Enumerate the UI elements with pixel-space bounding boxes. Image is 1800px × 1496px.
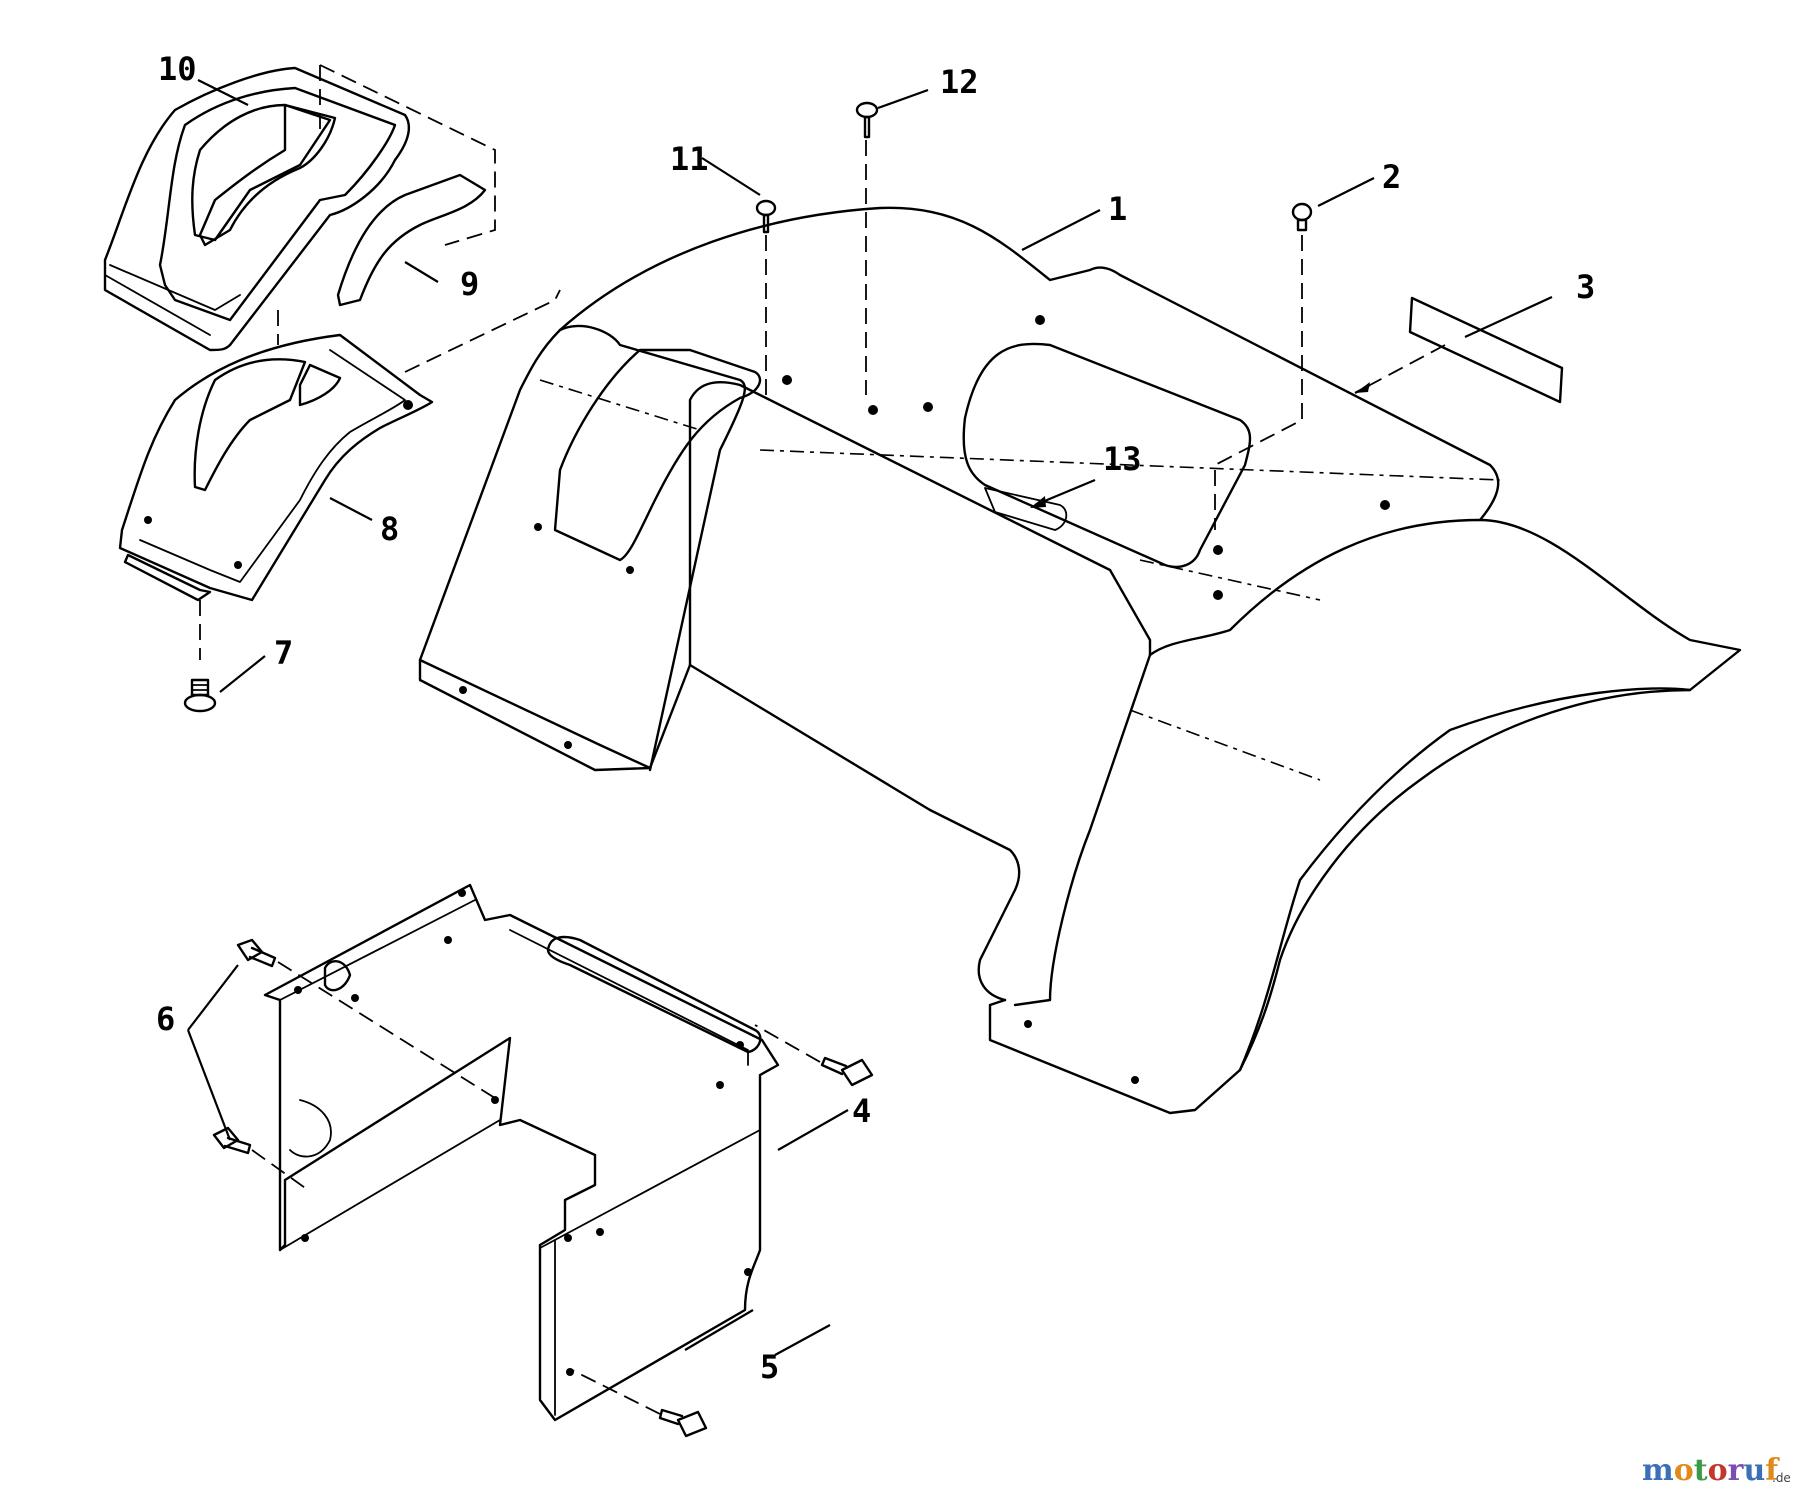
callout-13: 13 — [1103, 440, 1142, 478]
callout-4: 4 — [852, 1092, 871, 1130]
decal-13-pointer — [1030, 478, 1096, 508]
fender-body — [418, 206, 1742, 1115]
callout-5: 5 — [760, 1348, 779, 1386]
bolts-5 — [571, 1024, 874, 1438]
fastener-2 — [1214, 202, 1313, 530]
fastener-12 — [855, 101, 879, 395]
callout-6: 6 — [156, 1000, 175, 1038]
callout-3: 3 — [1576, 268, 1595, 306]
callout-labels: 1 2 3 4 5 6 7 8 9 10 11 12 13 — [156, 50, 1595, 1386]
shift-plate — [118, 289, 561, 660]
svg-text:.de: .de — [1772, 1471, 1791, 1485]
screw-7 — [183, 678, 217, 713]
battery-bracket — [263, 883, 780, 1422]
bolts-6 — [212, 938, 499, 1191]
rear-label — [1354, 296, 1564, 404]
callout-11: 11 — [670, 140, 709, 178]
callout-leaders — [186, 79, 1553, 1356]
svg-text:motoruf: motoruf — [1642, 1453, 1780, 1488]
callout-7: 7 — [274, 634, 293, 672]
fastener-11 — [755, 199, 777, 395]
callout-1: 1 — [1108, 190, 1127, 228]
strip-decal — [336, 173, 487, 307]
watermark-logo: motoruf .de — [1642, 1453, 1791, 1488]
callout-12: 12 — [940, 63, 979, 101]
callout-2: 2 — [1382, 158, 1401, 196]
callout-9: 9 — [460, 265, 479, 303]
callout-8: 8 — [380, 510, 399, 548]
callout-10: 10 — [158, 50, 197, 88]
console-cover — [103, 64, 496, 352]
